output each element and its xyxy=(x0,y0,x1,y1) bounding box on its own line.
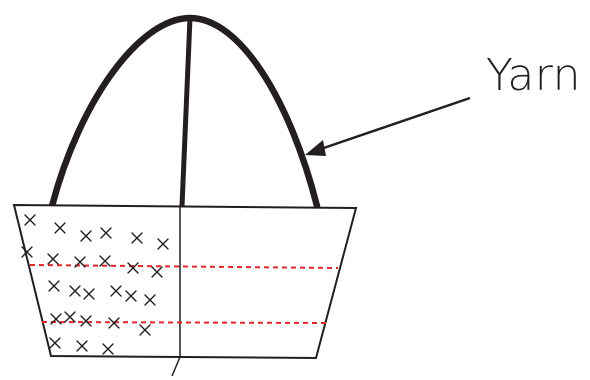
yarn-center-line xyxy=(182,18,190,206)
basket-outline xyxy=(14,205,356,358)
tail-line xyxy=(172,357,180,376)
arrow-head xyxy=(305,140,326,156)
yarn-label: Yarn xyxy=(486,50,581,101)
arrow-icon xyxy=(312,98,470,152)
